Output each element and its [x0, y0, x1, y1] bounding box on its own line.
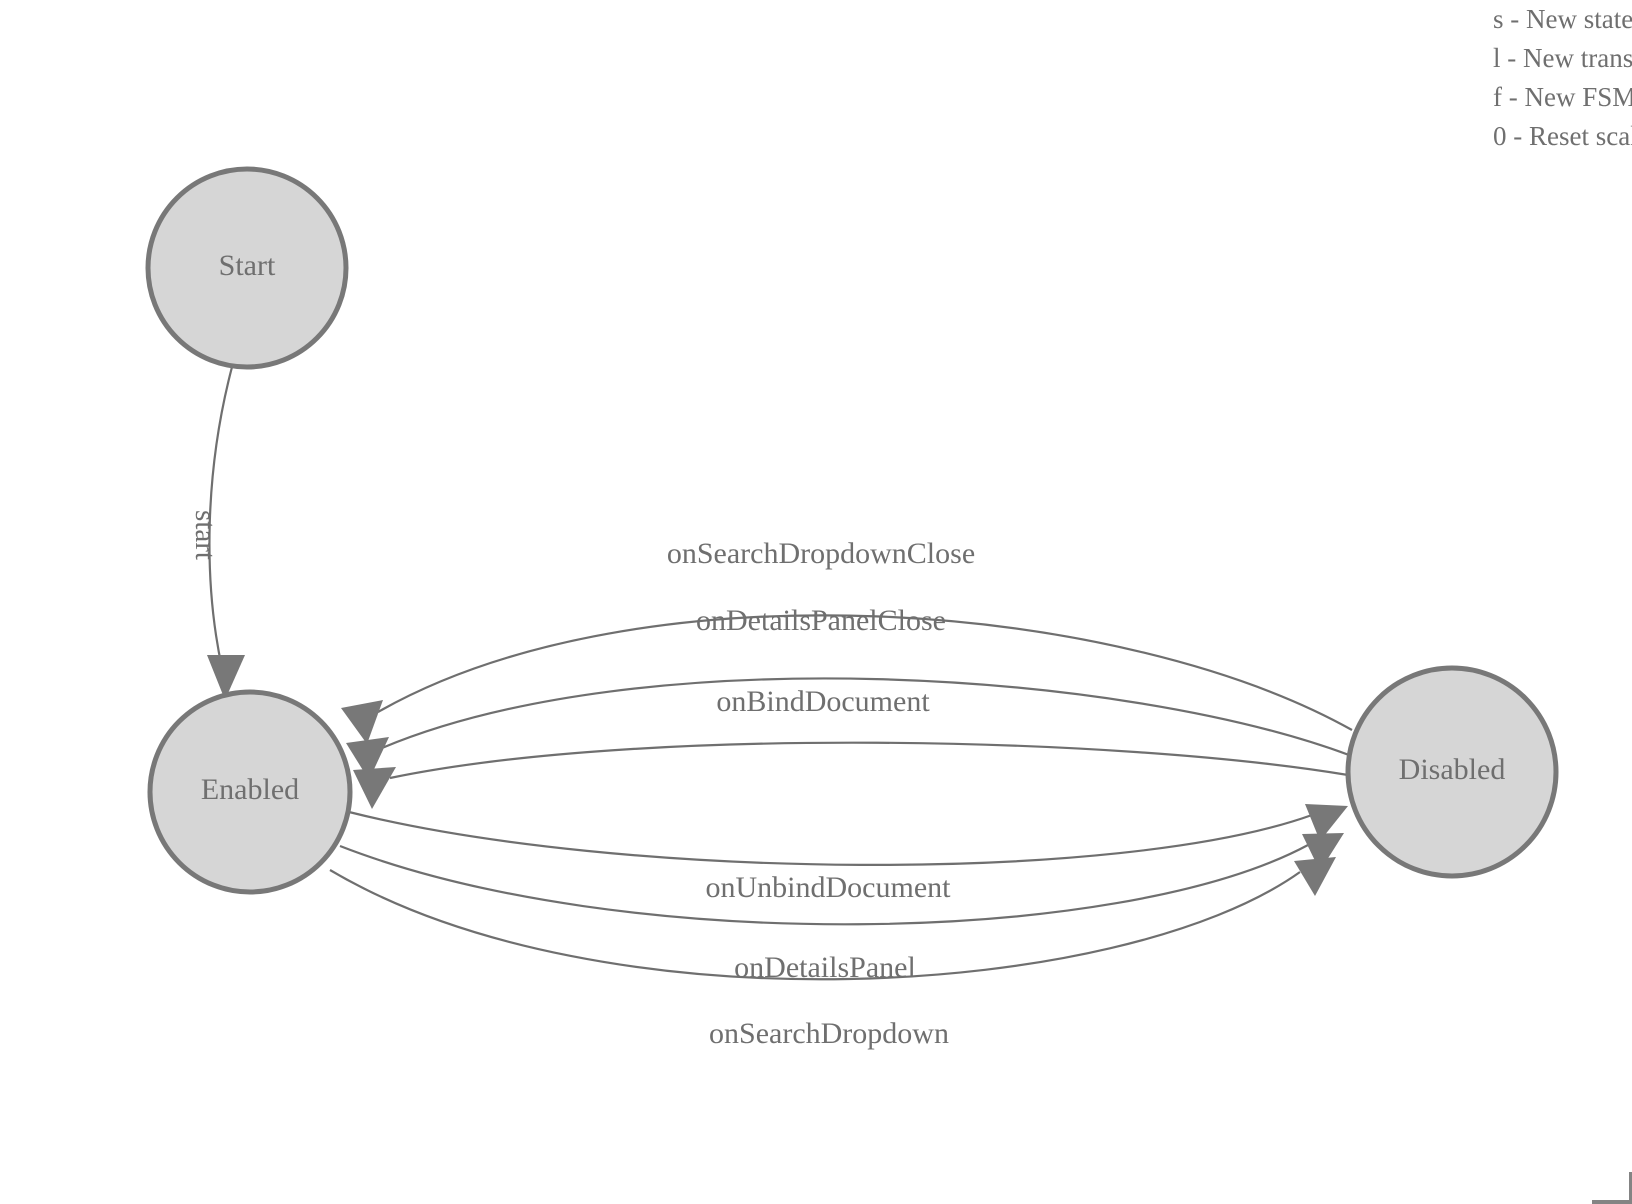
- vertical-scrollbar[interactable]: [1629, 1172, 1632, 1204]
- edge-start[interactable]: [207, 366, 245, 700]
- edge-label-on-search-dropdown-close: onSearchDropdownClose: [667, 537, 975, 570]
- edge-path[interactable]: [348, 810, 1313, 866]
- edge-path[interactable]: [377, 614, 1353, 731]
- edge-path[interactable]: [329, 869, 1301, 981]
- edge-on-unbind-document[interactable]: [348, 804, 1348, 866]
- help-line-new-transition: l - New transition: [1493, 43, 1632, 73]
- keyboard-shortcuts-help: s - New state l - New transition f - New…: [1493, 0, 1632, 156]
- edge-on-details-panel[interactable]: [339, 833, 1344, 926]
- edge-path[interactable]: [389, 741, 1349, 780]
- state-label: Disabled: [1399, 753, 1506, 786]
- edge-label-on-search-dropdown: onSearchDropdown: [709, 1017, 949, 1050]
- help-line-new-state: s - New state: [1493, 4, 1632, 34]
- help-line-reset-scale: 0 - Reset scale: [1493, 121, 1632, 151]
- state-circle[interactable]: [145, 166, 349, 370]
- edge-label-start: start: [189, 510, 221, 560]
- state-label: Start: [219, 249, 276, 282]
- arrowhead-icon: [207, 655, 245, 700]
- horizontal-scrollbar[interactable]: [1592, 1200, 1632, 1204]
- arrowhead-icon: [1294, 857, 1336, 896]
- arrowhead-icon: [353, 767, 396, 809]
- state-node-enabled[interactable]: Enabled: [147, 689, 353, 895]
- edge-path[interactable]: [339, 844, 1309, 926]
- edge-on-details-panel-close[interactable]: [346, 677, 1350, 780]
- edge-label-on-details-panel-close: onDetailsPanelClose: [696, 604, 946, 637]
- edge-on-search-dropdown[interactable]: [329, 857, 1336, 981]
- edge-label-on-unbind-document: onUnbindDocument: [706, 871, 952, 904]
- arrowhead-icon: [341, 700, 383, 744]
- arrowhead-icon: [1305, 804, 1348, 841]
- edge-on-search-dropdown-close[interactable]: [341, 614, 1353, 744]
- edge-on-bind-document[interactable]: [353, 741, 1349, 809]
- help-line-new-fsm: f - New FSM: [1493, 82, 1632, 112]
- arrowhead-icon: [1302, 833, 1344, 871]
- edge-label-on-bind-document: onBindDocument: [716, 685, 930, 718]
- state-circle[interactable]: [147, 689, 353, 895]
- state-node-disabled[interactable]: Disabled: [1345, 665, 1559, 879]
- edge-path[interactable]: [381, 677, 1350, 757]
- arrowhead-icon: [346, 737, 389, 780]
- state-label: Enabled: [201, 773, 299, 806]
- edge-path[interactable]: [208, 366, 234, 669]
- state-circle[interactable]: [1345, 665, 1559, 879]
- state-node-start[interactable]: Start: [145, 166, 349, 370]
- edge-label-on-details-panel: onDetailsPanel: [734, 951, 916, 984]
